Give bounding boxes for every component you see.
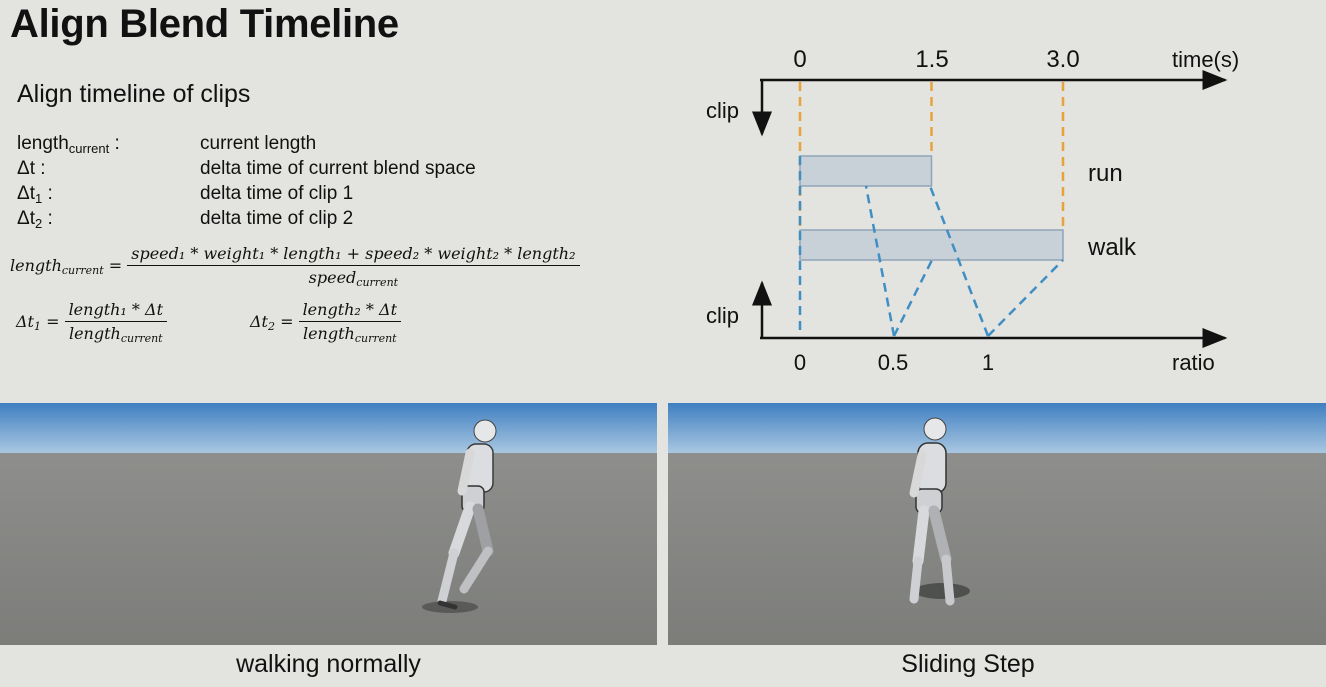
caption-walking-normally: walking normally (236, 650, 421, 678)
definition-desc: current length (200, 133, 317, 154)
formula-denominator: lengthcurrent (302, 324, 397, 345)
definition-term: Δt2 : (17, 208, 53, 231)
walking-normally-viewport (0, 403, 657, 645)
bar-label-run: run (1088, 160, 1123, 187)
ratio-guide-walk-end (987, 259, 1064, 337)
definition-desc: delta time of clip 2 (200, 208, 354, 229)
clip-bars (799, 155, 1064, 261)
caption-sliding-step: Sliding Step (901, 650, 1035, 678)
sliding-figure-image (909, 417, 970, 606)
definition-desc: delta time of current blend space (200, 158, 476, 179)
bar-label-walk: walk (1087, 234, 1137, 261)
ratio-guide-run-mid (864, 185, 896, 337)
tick-label-time-2: 3.0 (1046, 46, 1079, 73)
definition-desc: delta time of clip 1 (200, 183, 354, 204)
clip-bar-run (799, 155, 933, 187)
slide-subtitle: Align timeline of clips (17, 80, 251, 108)
timeline-diagram: 0 1.5 3.0 time(s) clip clip run walk 0 0… (706, 46, 1239, 375)
formula-numerator: length₁ * Δt (64, 300, 167, 322)
ratio-guide-run-end (928, 185, 990, 337)
tick-label-ratio-0: 0 (794, 350, 806, 375)
tick-label-ratio-1: 0.5 (878, 350, 909, 375)
clip-label-bottom: clip (706, 303, 739, 328)
tick-label-ratio-2: 1 (982, 350, 994, 375)
ratio-guide-lines (798, 156, 1064, 337)
sky (668, 403, 1326, 453)
clip-bar-walk (799, 229, 1064, 261)
definition-term: Δt1 : (17, 183, 53, 206)
ground (0, 453, 657, 645)
formula-numerator: speed₁ * weight₁ * length₁ + speed₂ * we… (127, 244, 580, 266)
tick-label-time-1: 1.5 (915, 46, 948, 73)
formula-length-current: lengthcurrent = speed₁ * weight₁ * lengt… (10, 244, 580, 289)
walking-figure-image (422, 419, 497, 613)
definition-term: Δt : (17, 158, 46, 179)
slide-title: Align Blend Timeline (10, 2, 399, 46)
clip-label-top: clip (706, 98, 739, 123)
formula-dt1: Δt1 = length₁ * Δt lengthcurrent (16, 300, 167, 345)
time-axis-label: time(s) (1172, 47, 1239, 72)
ratio-guide-walk-mid (892, 259, 934, 337)
ground (668, 453, 1326, 645)
formula-denominator: lengthcurrent (68, 324, 163, 345)
formula-dt2: Δt2 = length₂ * Δt lengthcurrent (250, 300, 401, 345)
formula-denominator: speedcurrent (308, 268, 399, 289)
sliding-step-viewport (668, 403, 1326, 645)
ratio-axis-label: ratio (1172, 350, 1215, 375)
formula-numerator: length₂ * Δt (298, 300, 401, 322)
time-guide-lines (798, 82, 1065, 226)
tick-label-time-0: 0 (793, 46, 806, 73)
definition-term: lengthcurrent : (17, 133, 120, 156)
sky (0, 403, 657, 453)
